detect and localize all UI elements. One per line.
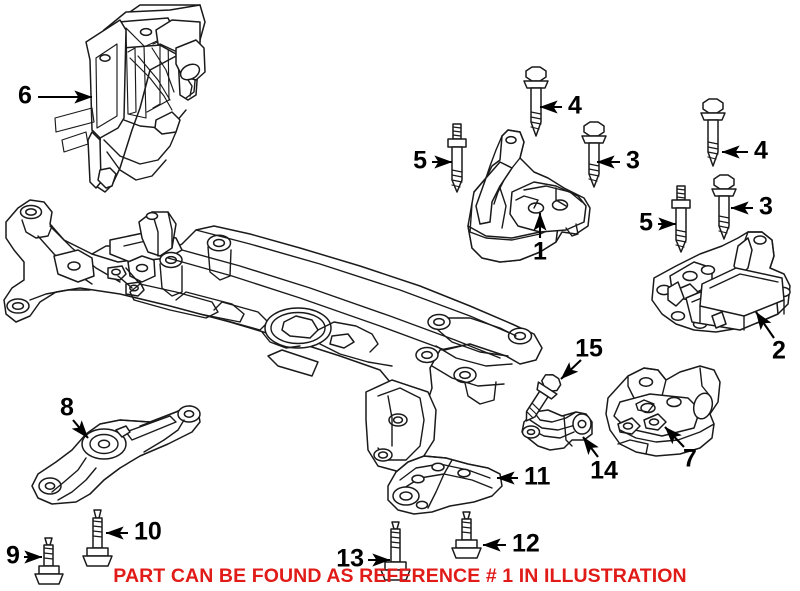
part-5a-stud-bolt [447,123,467,193]
callout-number-9: 9 [6,542,20,570]
part-10-bolt-medium [82,509,113,567]
part-6-engine-mount-support-bracket [54,4,206,193]
callout-leaders [24,90,775,567]
callout-number-3b: 3 [759,193,773,221]
part-7-transmission-mount-bracket [605,365,721,457]
callout-number-8: 8 [60,394,74,422]
part-3a-bolt-hex-flange-long [581,121,607,188]
callout-number-1: 1 [533,238,547,266]
callout-number-7: 7 [683,445,697,473]
callout-number-2: 2 [772,337,786,365]
part-15-bolt-with-collar [525,374,562,422]
part-14-mount-link-arm [521,409,593,451]
part-12-bolt-short [451,511,482,559]
part-5b-stud-bolt [671,185,691,253]
part-4b-bolt-hex-flange-extra-long [700,98,726,167]
callout-number-14: 14 [590,457,618,485]
callout-number-15: 15 [575,335,603,363]
part-3b-bolt-hex-flange-long [711,174,737,240]
part-8-torque-rod-pendulum-support [31,405,201,505]
callout-number-3a: 3 [626,147,640,175]
callout-number-10: 10 [134,518,162,546]
callout-number-11: 11 [524,463,551,491]
part-4a-bolt-hex-flange-extra-long [523,66,549,137]
callout-number-4a: 4 [568,92,582,120]
callout-number-12: 12 [512,530,540,558]
callout-number-5b: 5 [639,209,653,237]
part-2-transmission-mount [651,231,791,333]
part-9-bolt-small [34,537,64,585]
callout-number-4b: 4 [754,137,768,165]
reference-notice-banner: PART CAN BE FOUND AS REFERENCE # 1 IN IL… [113,565,687,587]
part-13-bolt-long [380,521,411,581]
callout-number-13: 13 [336,545,364,573]
callout-number-6: 6 [18,82,32,110]
part-11-rear-mount-bracket [387,455,503,515]
callout-numbers: 6 1 2 3 3 4 4 5 5 7 8 9 10 11 12 13 14 1… [6,82,786,573]
part-1-engine-mount [467,129,591,263]
callout-number-5a: 5 [413,147,427,175]
part-front-subframe-crossmember [3,199,543,473]
